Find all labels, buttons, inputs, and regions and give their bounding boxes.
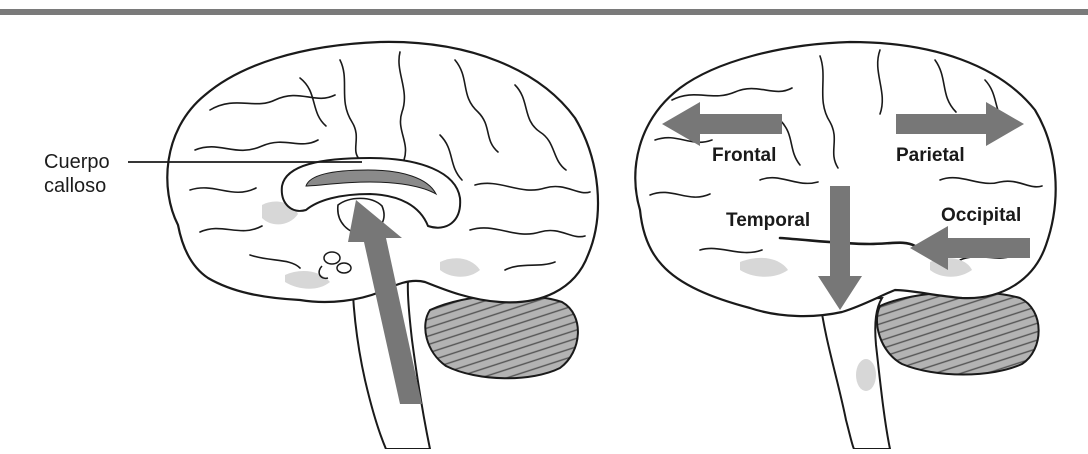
right-brain — [635, 42, 1055, 449]
left-cerebellum — [425, 295, 578, 378]
corpus-callosum-label: Cuerpo calloso — [44, 150, 110, 198]
parietal-lobe-label: Parietal — [896, 145, 965, 167]
left-brain — [128, 42, 598, 449]
callout-line-1: Cuerpo — [44, 150, 110, 174]
temporal-lobe-label: Temporal — [726, 210, 810, 232]
callout-line-2: calloso — [44, 174, 110, 198]
occipital-lobe-label: Occipital — [941, 205, 1021, 227]
top-rule — [0, 9, 1088, 15]
right-cerebellum — [877, 292, 1039, 375]
frontal-lobe-label: Frontal — [712, 145, 776, 167]
right-brainstem-spot — [856, 359, 876, 391]
